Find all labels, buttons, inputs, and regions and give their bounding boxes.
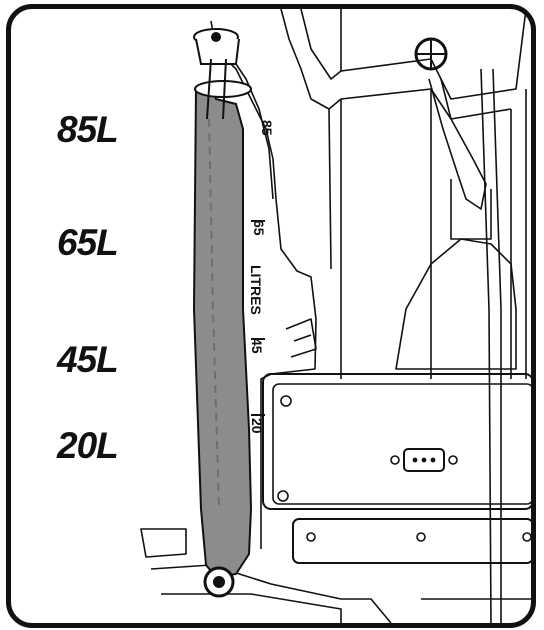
control-box-inner bbox=[272, 383, 531, 505]
machine-drawing: 85 65 45 20 LITRES bbox=[140, 9, 531, 623]
small-clip-2 bbox=[293, 334, 312, 342]
tube-top-fitting bbox=[193, 28, 252, 120]
base-bottom-2 bbox=[161, 593, 342, 623]
lever-rod-2 bbox=[492, 68, 502, 623]
tube-bottom-fitting bbox=[203, 566, 235, 598]
upper-housing-2 bbox=[300, 9, 342, 80]
scale-mark-65: 65 bbox=[251, 220, 267, 236]
upper-housing bbox=[280, 9, 332, 270]
lower-plate bbox=[292, 518, 531, 564]
control-box bbox=[262, 373, 531, 510]
volume-label-20: 20L bbox=[57, 425, 119, 466]
lever-arm bbox=[428, 78, 487, 210]
volume-label-85: 85L bbox=[57, 109, 119, 150]
scale-mark-20: 20 bbox=[249, 418, 265, 434]
tank-inner-edge bbox=[225, 48, 274, 200]
small-clip bbox=[285, 318, 317, 358]
frame-panel bbox=[340, 9, 527, 100]
scale-mark-85: 85 bbox=[259, 120, 275, 136]
level-tube-highlight bbox=[208, 118, 220, 510]
volume-label-65: 65L bbox=[57, 222, 119, 263]
tank-litres-text: LITRES bbox=[248, 265, 264, 315]
connector-port bbox=[403, 448, 445, 472]
volume-label-45: 45L bbox=[57, 339, 119, 380]
cone-bracket bbox=[395, 238, 517, 370]
recovery-tank-outline bbox=[210, 20, 317, 549]
base-bottom bbox=[150, 564, 392, 623]
scale-mark-45: 45 bbox=[249, 338, 265, 354]
base-left bbox=[140, 528, 187, 558]
cone-plate bbox=[450, 179, 492, 240]
level-tube bbox=[192, 83, 253, 579]
volume-labels: 85L 65L 45L 20L bbox=[11, 9, 151, 623]
lever-rod bbox=[480, 68, 492, 623]
diagram-frame: 85 65 45 20 LITRES 85L 65L 45L 20L bbox=[6, 4, 536, 628]
